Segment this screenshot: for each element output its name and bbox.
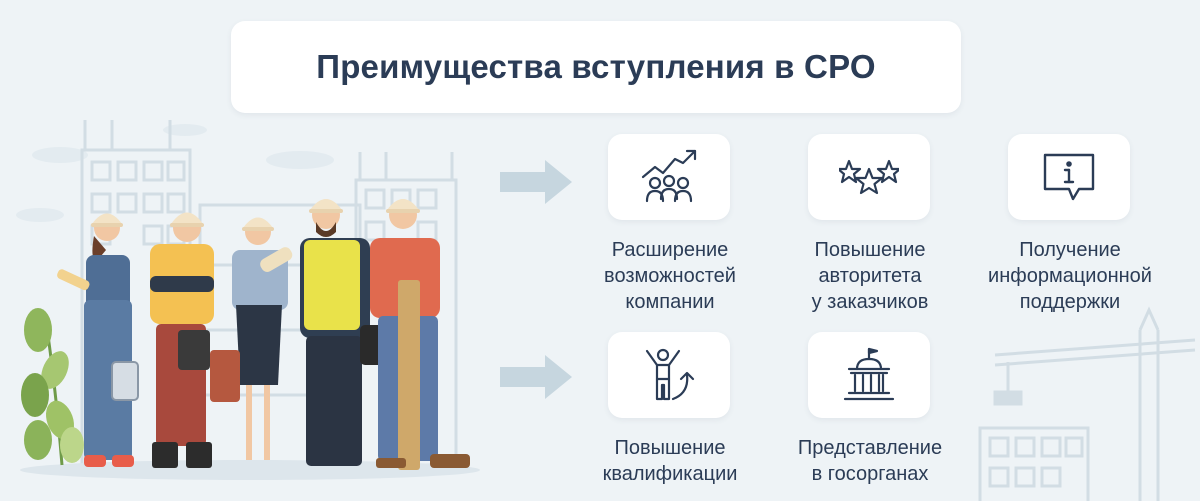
growth-chart-people-icon	[641, 149, 697, 203]
arrow-bottom	[500, 355, 572, 399]
government-building-icon	[843, 347, 895, 401]
benefit-caption-info: Получение информационной поддержки	[988, 239, 1152, 313]
clouds	[16, 124, 334, 222]
benefit-caption-qualification: Повышение квалификации	[602, 437, 738, 485]
worker-painter	[57, 213, 139, 467]
worker-vest	[300, 199, 386, 466]
benefit-card-authority	[808, 134, 930, 220]
person-growth-arrow-icon	[645, 348, 695, 401]
crane	[993, 306, 1196, 501]
benefit-caption-authority: Повышение авторитета у заказчиков	[811, 239, 929, 313]
worker-plank	[370, 199, 470, 470]
benefit-card-government	[808, 332, 930, 418]
title-card: Преимущества вступления в СРО	[231, 21, 961, 113]
benefit-card-qualification	[608, 332, 730, 418]
benefit-card-expand	[608, 134, 730, 220]
building-far-right	[978, 426, 1090, 501]
arrow-top	[500, 160, 572, 204]
building-left-windows	[90, 160, 186, 246]
info-speech-bubble-icon	[1043, 153, 1095, 201]
three-stars-icon	[839, 159, 899, 195]
worker-arms-crossed	[150, 212, 214, 468]
plant	[21, 308, 84, 466]
benefit-card-info	[1008, 134, 1130, 220]
benefit-caption-expand: Расширение возможностей компании	[604, 239, 736, 313]
worker-woman-plans	[210, 217, 293, 460]
ground-shadow	[20, 460, 480, 480]
benefit-caption-government: Представление в госорганах	[797, 437, 943, 485]
page-title: Преимущества вступления в СРО	[316, 48, 876, 85]
